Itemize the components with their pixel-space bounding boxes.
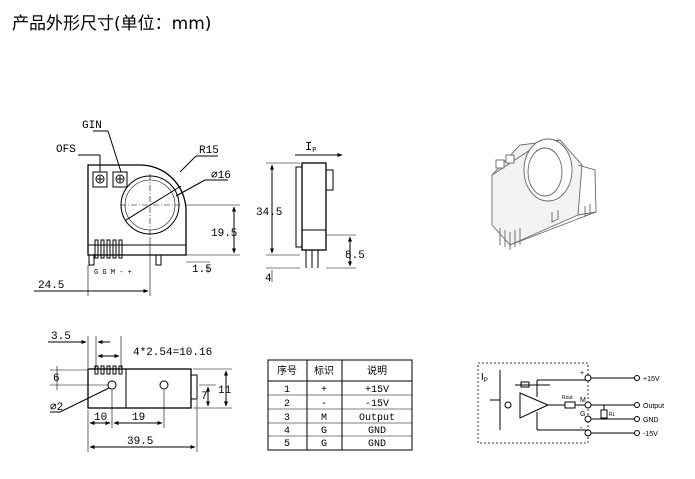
pin-letters: G G M - + — [94, 269, 132, 277]
table-cell: 1 — [284, 385, 290, 396]
table-cell: Output — [359, 413, 395, 424]
dim-39-5: 39.5 — [127, 436, 153, 448]
circuit-diagram — [477, 362, 640, 444]
dim-1-5: 1.5 — [192, 264, 212, 276]
table-header: 说明 — [367, 364, 387, 377]
circuit-m: M — [580, 397, 586, 404]
dim-24-5: 24.5 — [38, 280, 64, 292]
dim-pitch: 4*2.54=10.16 — [133, 347, 212, 359]
pin-table — [267, 359, 413, 451]
table-cell: + — [321, 385, 327, 396]
circuit-label: GND — [643, 417, 659, 424]
amplifier-symbol — [519, 392, 550, 419]
circuit-label: Output — [643, 403, 664, 410]
circuit-ip-label: IP — [481, 372, 488, 384]
front-view — [34, 130, 240, 296]
page-title: 产品外形尺寸(单位：mm) — [12, 14, 212, 34]
dim-11: 11 — [218, 385, 232, 397]
dim-8-5: 8.5 — [345, 250, 365, 262]
table-cell: GND — [368, 439, 386, 450]
dim-7: 7 — [201, 391, 208, 403]
circuit-minus: - — [580, 425, 583, 432]
table-cell: - — [321, 399, 327, 410]
table-cell: G — [321, 426, 327, 437]
table-cell: 3 — [284, 413, 290, 424]
r15-label: R15 — [199, 145, 219, 157]
rout-label: Rout — [562, 395, 573, 401]
circuit-label: +15V — [643, 376, 660, 383]
rl-label: RL — [609, 412, 616, 418]
side-view — [266, 153, 356, 282]
table-cell: G — [321, 439, 327, 450]
ofs-label: OFS — [56, 144, 76, 156]
dim-10: 10 — [94, 412, 107, 424]
table-header: 序号 — [277, 364, 297, 377]
table-cell: GND — [368, 426, 386, 437]
table-cell: 2 — [284, 399, 290, 410]
dim-4: 4 — [265, 273, 272, 285]
gin-label: GIN — [82, 120, 102, 132]
table-cell: 5 — [284, 439, 290, 450]
circuit-label: -15V — [643, 431, 658, 438]
dim-34-5: 34.5 — [256, 207, 282, 219]
dim-6: 6 — [53, 373, 60, 385]
dim-dia2: ⌀2 — [50, 402, 63, 414]
table-cell: +15V — [365, 385, 389, 396]
side-ip-label: IP — [305, 140, 316, 155]
dim-3-5: 3.5 — [51, 331, 71, 343]
table-cell: M — [321, 413, 327, 424]
table-header: 标识 — [314, 365, 334, 377]
bottom-view — [48, 336, 232, 452]
dia16-label: ⌀16 — [211, 170, 231, 182]
table-cell: -15V — [365, 399, 389, 410]
circuit-g: G — [580, 411, 585, 418]
table-cell: 4 — [284, 426, 290, 437]
dim-19: 19 — [132, 412, 145, 424]
circuit-plus: + — [580, 370, 584, 377]
dim-19-5: 19.5 — [211, 228, 237, 240]
isometric-view — [491, 138, 597, 250]
